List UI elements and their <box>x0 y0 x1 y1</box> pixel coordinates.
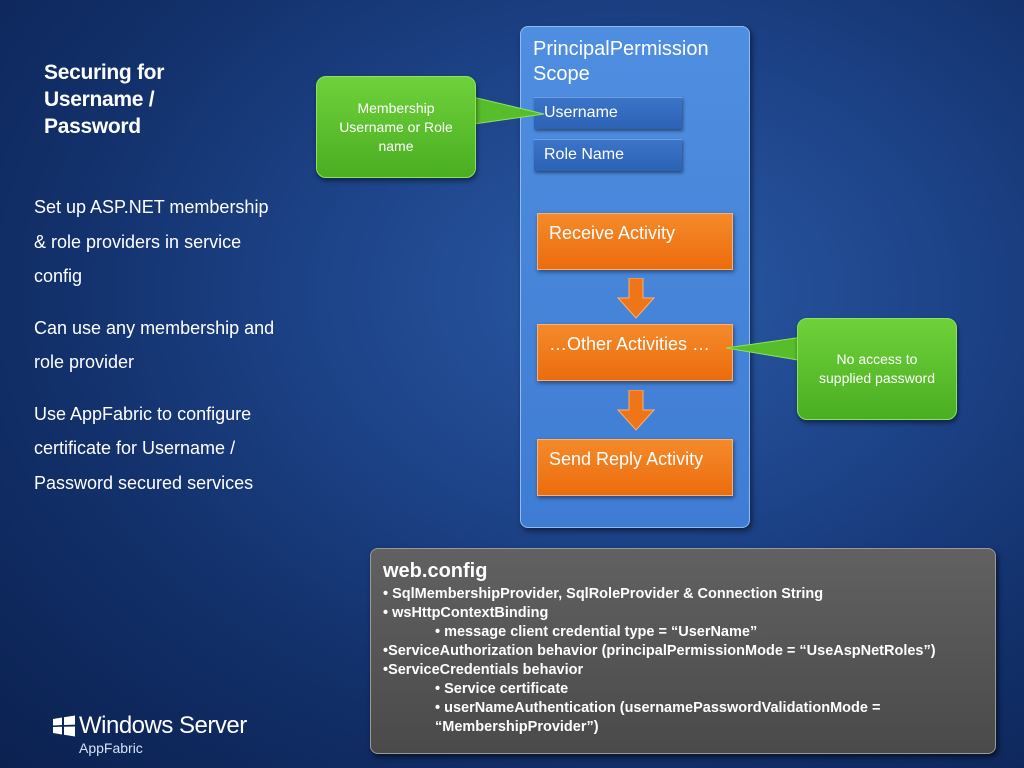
scope-title: PrincipalPermission Scope <box>533 38 709 85</box>
username-field: Username <box>534 97 682 129</box>
config-line: • message client credential type = “User… <box>435 624 758 640</box>
down-arrow-icon <box>616 278 656 319</box>
config-line: •ServiceAuthorization behavior (principa… <box>383 643 936 659</box>
no-access-callout: No access to supplied password <box>797 318 957 420</box>
config-line: • Service certificate <box>435 681 569 697</box>
config-line: • SqlMembershipProvider, SqlRoleProvider… <box>383 586 824 602</box>
bullet-item: Can use any membership and role provider <box>34 317 275 373</box>
role-name-field: Role Name <box>534 139 682 171</box>
windows-logo-icon <box>53 715 75 737</box>
bullet-list: Set up ASP.NET membership & role provide… <box>34 190 284 517</box>
web-config-box: web.config • SqlMembershipProvider, SqlR… <box>370 548 996 754</box>
config-line: •ServiceCredentials behavior <box>383 662 584 678</box>
config-title: web.config <box>383 560 488 582</box>
send-reply-activity: Send Reply Activity <box>537 439 733 496</box>
config-line: • userNameAuthentication (usernamePasswo… <box>435 700 881 735</box>
bullet-item: Set up ASP.NET membership & role provide… <box>34 197 269 286</box>
other-activities: …Other Activities … <box>537 324 733 381</box>
callout-pointer <box>460 93 545 127</box>
membership-callout: Membership Username or Role name <box>316 76 476 178</box>
bullet-item: Use AppFabric to configure certificate f… <box>34 403 254 493</box>
windows-server-logo-text: Windows Server <box>79 712 247 739</box>
down-arrow-icon <box>616 390 656 431</box>
config-line: • wsHttpContextBinding <box>383 605 549 621</box>
receive-activity: Receive Activity <box>537 213 733 270</box>
appfabric-logo-text: AppFabric <box>79 740 143 756</box>
slide-title: Securing for Username / Password <box>44 61 165 138</box>
